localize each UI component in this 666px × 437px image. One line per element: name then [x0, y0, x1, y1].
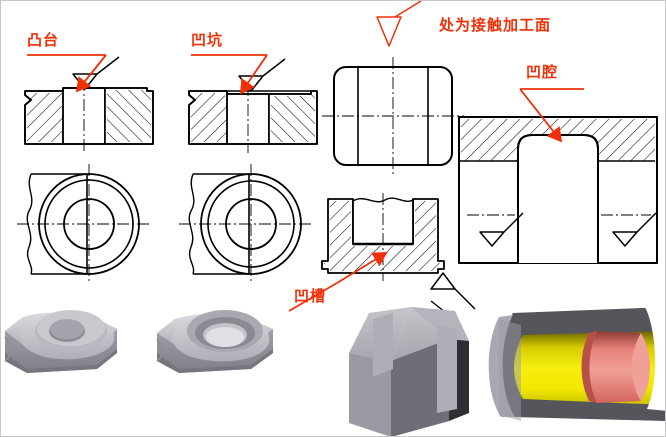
boss-plan-view: [17, 164, 151, 284]
label-cavity: 凹腔: [526, 63, 559, 81]
label-contact-machined-face: 处为接触加工面: [439, 16, 552, 34]
boss-section-view: [24, 79, 154, 153]
label-pit: 凹坑: [191, 31, 224, 49]
bore-cutaway-3d-render: [488, 305, 665, 421]
pit-3d-render: [156, 310, 273, 373]
boss-3d-render: [4, 310, 117, 373]
label-groove: 凹槽: [294, 287, 327, 305]
groove-section-view: [321, 193, 445, 281]
surface-finish-symbol-group: [72, 1, 657, 313]
label-boss: 凸台: [27, 31, 60, 49]
pit-plan-view: [179, 164, 313, 284]
leader-lines: [27, 54, 584, 312]
cavity-section-view: [458, 116, 658, 264]
pit-section-view: [188, 84, 318, 153]
rounded-rect-plan-view: [322, 57, 464, 175]
groove-3d-render: [349, 307, 469, 436]
